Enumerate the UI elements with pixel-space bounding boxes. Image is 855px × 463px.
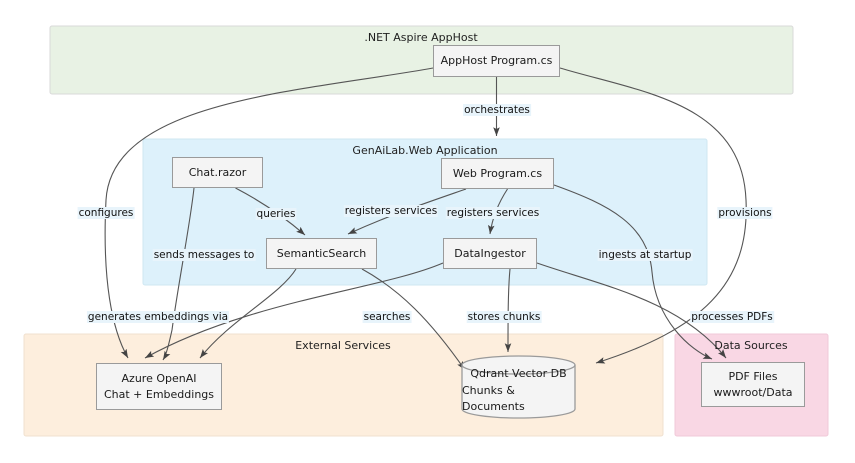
node-shape-qdrant-db-top	[461, 364, 576, 375]
node-shape-qdrant-db	[461, 355, 576, 419]
node-label-apphost-program-line0: AppHost Program.cs	[440, 54, 553, 68]
edge-label-registers-services-left: registers services	[343, 205, 439, 217]
node-label-data-ingestor-line0: DataIngestor	[454, 246, 526, 260]
edge-label-orchestrates: orchestrates	[463, 104, 531, 116]
edge-semantic-to-qdrant	[361, 268, 466, 371]
edge-web-to-pdf	[553, 184, 713, 360]
edge-ingestor-to-qdrant	[504, 268, 512, 353]
edge-ingestor-to-azure	[144, 262, 444, 359]
node-apphost-program[interactable]: AppHost Program.cs	[433, 45, 560, 77]
subgraph-label-datasrc: Data Sources	[714, 339, 788, 352]
edge-label-generates-embeddings-via: generates embeddings via	[86, 311, 230, 323]
node-label-qdrant-db-line0: Qdrant Vector DB	[470, 367, 567, 381]
subgraph-label-apphost: .NET Aspire AppHost	[364, 31, 478, 44]
node-web-program[interactable]: Web Program.cs	[441, 158, 554, 189]
edge-apphost-to-qdrant	[559, 67, 747, 364]
subgraph-label-external: External Services	[295, 339, 391, 352]
edge-ingestor-to-pdf	[536, 262, 727, 359]
node-label-pdf-files-line0: PDF Files	[728, 369, 778, 383]
edge-label-provisions: provisions	[717, 207, 773, 219]
node-qdrant-db[interactable]: Qdrant Vector DB Chunks & Documents	[462, 356, 575, 418]
edge-label-registers-services-right: registers services	[445, 207, 541, 219]
subgraph-apphost	[49, 25, 794, 95]
node-label-web-program-line0: Web Program.cs	[452, 166, 543, 180]
node-label-qdrant-db-line1: Chunks & Documents	[462, 383, 525, 414]
edge-semantic-to-azure	[199, 268, 297, 359]
node-chat-razor[interactable]: Chat.razor	[172, 157, 263, 188]
node-label-azure-openai-line1: Chat + Embeddings	[103, 387, 215, 401]
node-label-pdf-files-line1: wwwroot/Data	[713, 385, 793, 399]
node-azure-openai[interactable]: Azure OpenAI Chat + Embeddings	[96, 363, 222, 410]
node-label-azure-openai-line0: Azure OpenAI	[121, 371, 197, 385]
node-data-ingestor[interactable]: DataIngestor	[443, 238, 537, 269]
subgraph-label-webapp: GenAiLab.Web Application	[352, 144, 498, 157]
node-label-semantic-search-line0: SemanticSearch	[276, 246, 367, 260]
node-semantic-search[interactable]: SemanticSearch	[266, 238, 377, 269]
edge-label-processes-pdfs: processes PDFs	[690, 311, 774, 323]
edge-label-sends-messages-to: sends messages to	[152, 249, 256, 261]
edge-label-searches: searches	[362, 311, 412, 323]
edge-label-queries: queries	[255, 208, 297, 220]
node-label-chat-razor-line0: Chat.razor	[188, 165, 247, 179]
node-pdf-files[interactable]: PDF Files wwwroot/Data	[701, 362, 805, 407]
edge-label-configures: configures	[77, 207, 135, 219]
edge-label-ingests-at-startup: ingests at startup	[597, 249, 693, 261]
edge-label-stores-chunks: stores chunks	[466, 311, 542, 323]
